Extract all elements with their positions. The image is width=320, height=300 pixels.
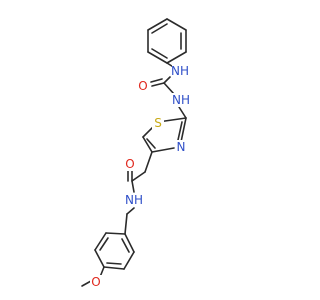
molecule-diagram: NH O NH S N O NH O [81,18,190,289]
atom-nh-amide: NH [125,193,143,207]
urea-linker [150,62,187,119]
atom-nh-top: NH [171,64,189,78]
methoxyphenyl-ring [94,213,135,270]
atom-labels: NH O NH S N O NH O [90,64,190,289]
atom-o-amide: O [125,157,134,171]
molecule-structure: NH O NH S N O NH O [81,18,190,289]
atom-o-ether: O [91,275,100,289]
acetamide-linker [126,151,153,215]
phenyl-ring [147,18,187,64]
atom-n-ring: N [177,140,186,154]
atom-s-ring: S [154,116,162,130]
atom-o-urea: O [138,79,147,93]
atom-nh-urea: NH [172,93,190,107]
